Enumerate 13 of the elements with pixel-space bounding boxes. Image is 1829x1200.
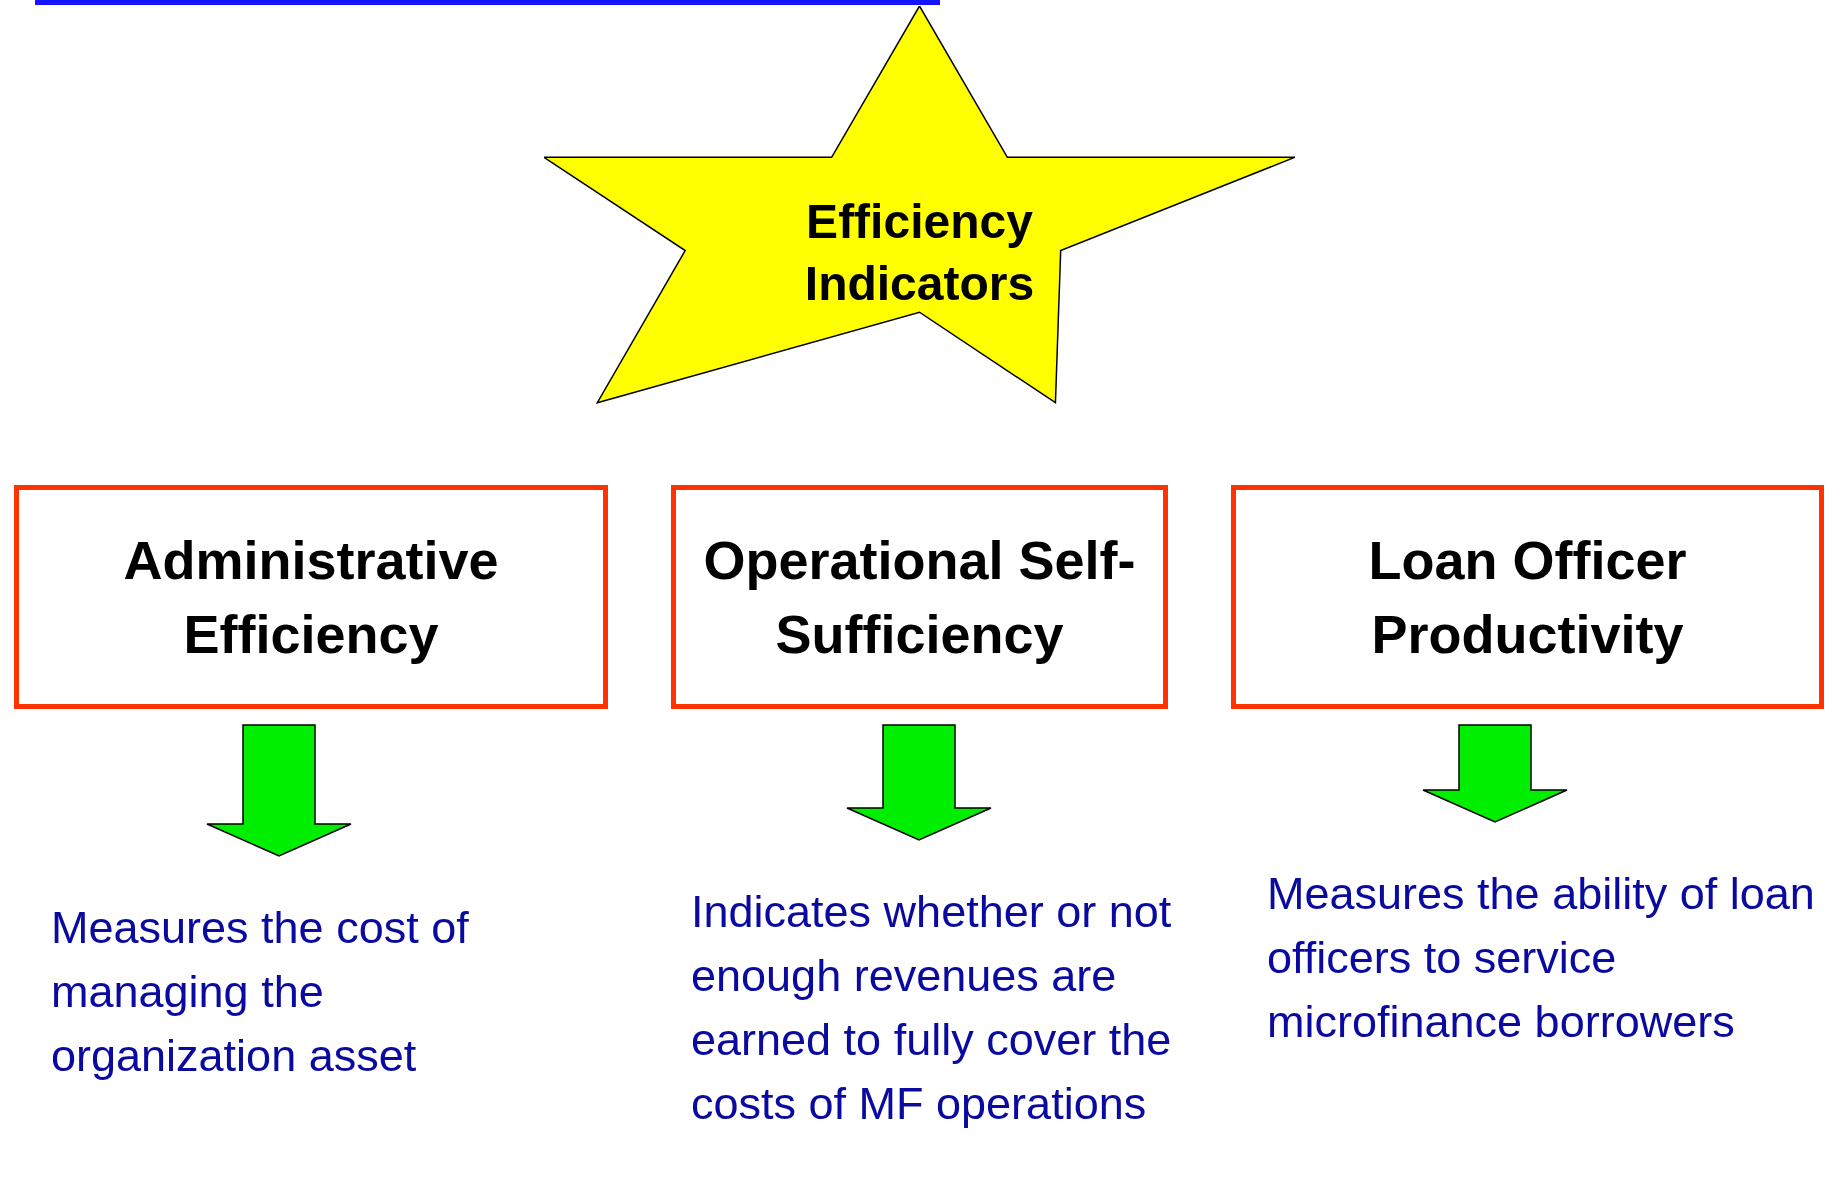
description-text: Measures the cost of managing the organization asset: [51, 901, 470, 1083]
category-box: [1231, 485, 1824, 709]
block-arrow: [1422, 724, 1568, 823]
category-box: [671, 485, 1168, 709]
box-title: Administrative Efficiency: [122, 529, 500, 666]
description-text: Measures the ability of loan officers to service microfinance borrowers: [1267, 867, 1816, 1049]
box-title: Loan Officer Productivity: [1367, 529, 1688, 666]
box-title: Operational Self-Sufficiency: [702, 529, 1137, 666]
block-arrow: [206, 724, 352, 857]
block-arrow: [846, 724, 992, 841]
category-box: [14, 485, 608, 709]
description-text: Indicates whether or not enough revenues are earned to fully cover the costs of MF operations: [691, 885, 1173, 1131]
star-title: Efficiency Indicators: [803, 194, 1036, 312]
